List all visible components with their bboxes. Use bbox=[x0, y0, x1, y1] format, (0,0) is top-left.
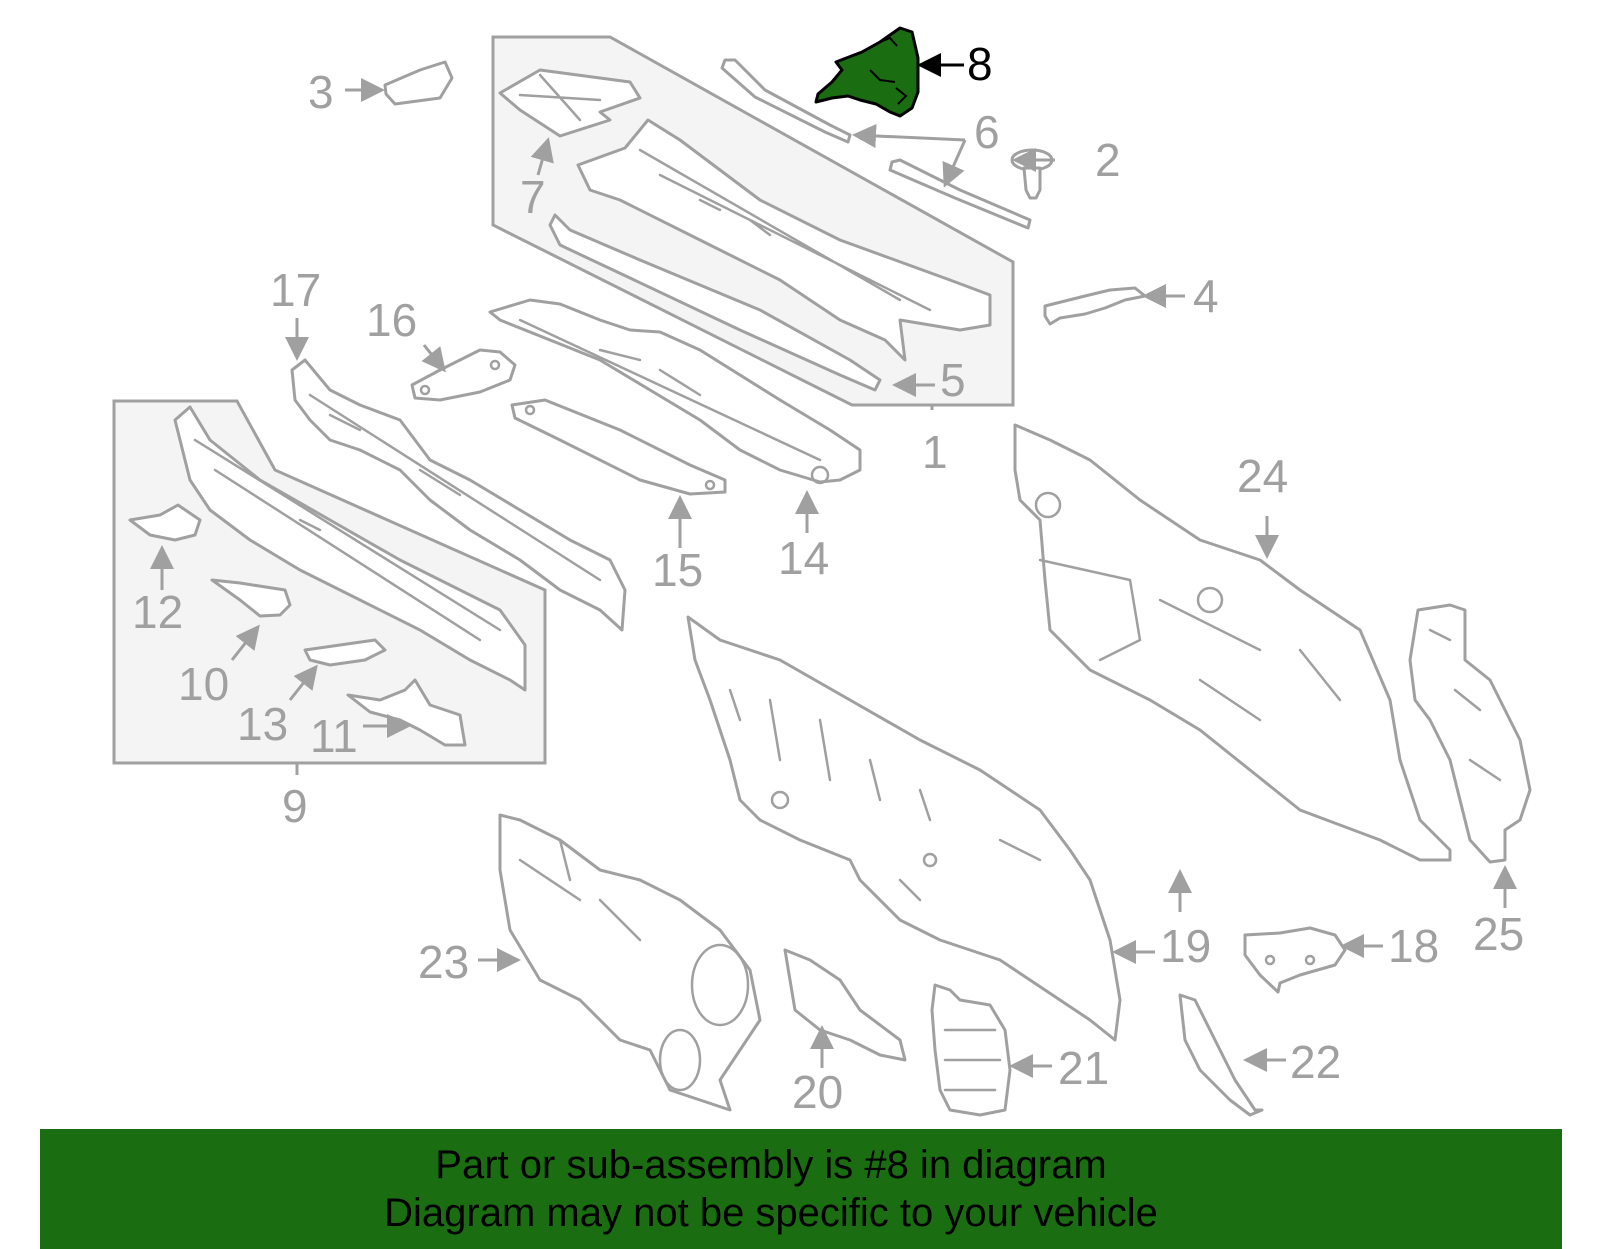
leader-lines bbox=[150, 53, 1517, 1078]
part-7[interactable] bbox=[498, 68, 642, 138]
part-25[interactable] bbox=[1408, 603, 1532, 864]
info-banner: Part or sub-assembly is #8 in diagram Di… bbox=[40, 1129, 1562, 1249]
part-13[interactable] bbox=[303, 638, 387, 667]
callout-13: 13 bbox=[237, 698, 288, 750]
banner-line-part-number: Part or sub-assembly is #8 in diagram bbox=[435, 1143, 1107, 1187]
part-6-strips[interactable] bbox=[720, 58, 1032, 230]
callout-18: 18 bbox=[1388, 920, 1439, 972]
part-9-cowl-panel[interactable] bbox=[173, 405, 527, 692]
callout-9: 9 bbox=[282, 780, 308, 832]
part-20[interactable] bbox=[783, 948, 907, 1062]
part-19-dash-panel[interactable] bbox=[686, 615, 1122, 1042]
part-4[interactable] bbox=[1043, 286, 1147, 326]
callout-24: 24 bbox=[1237, 450, 1288, 502]
callout-19: 19 bbox=[1160, 920, 1211, 972]
callout-12: 12 bbox=[132, 586, 183, 638]
part-5-seal[interactable] bbox=[548, 213, 882, 392]
callout-21: 21 bbox=[1058, 1042, 1109, 1094]
callout-5: 5 bbox=[940, 354, 966, 406]
callout-16: 16 bbox=[366, 294, 417, 346]
callout-11: 11 bbox=[310, 710, 358, 762]
part-15[interactable] bbox=[510, 398, 727, 496]
part-1-cowl-panel[interactable] bbox=[576, 118, 992, 362]
part-10[interactable] bbox=[210, 578, 292, 618]
part-2-clip[interactable] bbox=[1010, 148, 1054, 200]
callout-17: 17 bbox=[270, 264, 321, 316]
part-22[interactable] bbox=[1178, 993, 1264, 1117]
callout-6: 6 bbox=[974, 106, 1000, 158]
callout-20: 20 bbox=[792, 1066, 843, 1118]
callout-4: 4 bbox=[1193, 270, 1219, 322]
part-23[interactable] bbox=[498, 813, 762, 1112]
callout-1: 1 bbox=[922, 426, 948, 478]
banner-line-disclaimer: Diagram may not be specific to your vehi… bbox=[384, 1191, 1158, 1235]
callout-14: 14 bbox=[778, 532, 829, 584]
callout-2: 2 bbox=[1095, 134, 1121, 186]
part-21[interactable] bbox=[930, 983, 1012, 1117]
part-8-highlighted[interactable] bbox=[814, 26, 920, 118]
callout-3: 3 bbox=[308, 66, 334, 118]
callout-22: 22 bbox=[1290, 1036, 1341, 1088]
callout-25: 25 bbox=[1473, 908, 1524, 960]
callout-10: 10 bbox=[178, 658, 229, 710]
part-12[interactable] bbox=[128, 503, 202, 542]
part-16[interactable] bbox=[410, 348, 517, 402]
callout-15: 15 bbox=[652, 544, 703, 596]
part-14[interactable] bbox=[488, 298, 862, 485]
part-18[interactable] bbox=[1243, 926, 1347, 994]
callout-23: 23 bbox=[418, 936, 469, 988]
callout-8: 8 bbox=[967, 38, 993, 90]
callout-labels: 1 2 3 4 5 6 7 8 9 10 11 12 13 14 15 16 1… bbox=[132, 38, 1524, 1118]
part-3[interactable] bbox=[383, 60, 454, 106]
part-24-dash-panel[interactable] bbox=[1013, 423, 1452, 862]
callout-7: 7 bbox=[520, 171, 546, 223]
part-17[interactable] bbox=[290, 358, 627, 632]
